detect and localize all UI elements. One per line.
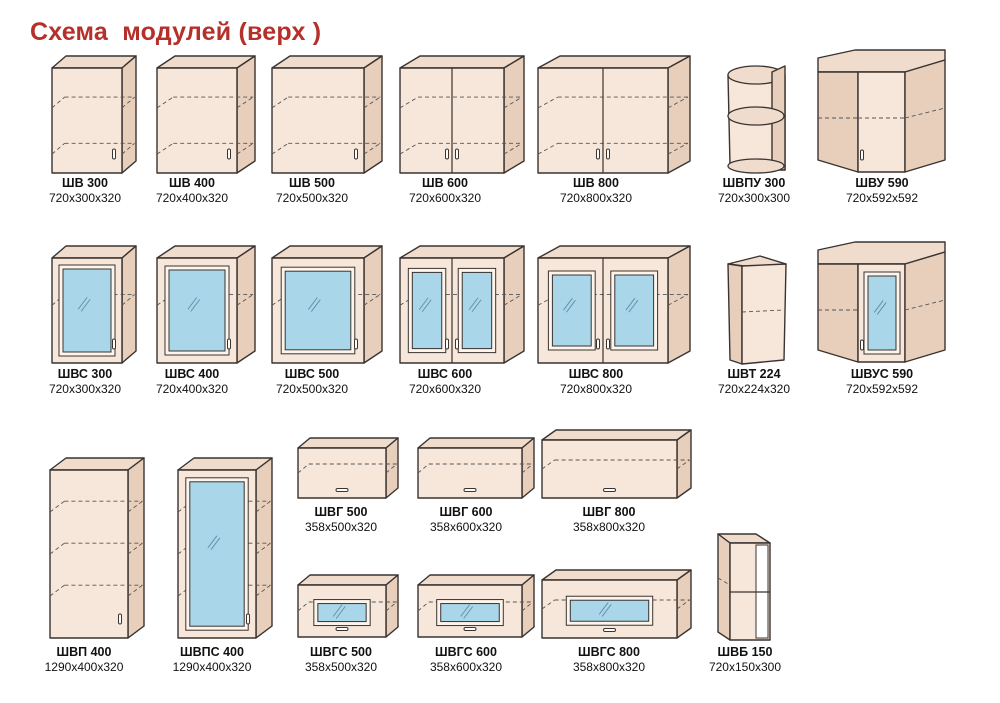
module-name: ШВ 600 xyxy=(422,176,468,190)
module-name: ШВС 800 xyxy=(568,367,624,381)
shv400-drawing xyxy=(156,55,256,174)
module-name: ШВС 300 xyxy=(57,367,113,381)
module-dims: 720x500x320 xyxy=(275,191,349,205)
module-name: ШВ 300 xyxy=(62,176,108,190)
module-dims: 720x800x320 xyxy=(559,382,633,396)
module-dims: 358x500x320 xyxy=(304,660,378,674)
module-dims: 720x300x300 xyxy=(717,191,791,205)
shvs400-drawing xyxy=(156,245,256,364)
shvgs800-drawing xyxy=(541,569,692,639)
module-name: ШВГС 800 xyxy=(578,645,640,659)
shv600-drawing xyxy=(399,55,525,174)
shvt224-drawing xyxy=(727,255,787,365)
module-name: ШВ 400 xyxy=(169,176,215,190)
module-name: ШВС 400 xyxy=(164,367,220,381)
module-dims: 720x300x320 xyxy=(48,382,122,396)
module-dims: 720x224x320 xyxy=(717,382,791,396)
module-name: ШВПУ 300 xyxy=(722,176,786,190)
module-name: ШВТ 224 xyxy=(727,367,781,381)
module-dims: 720x400x320 xyxy=(155,191,229,205)
shvu590-drawing xyxy=(817,49,946,173)
shvgs500-drawing xyxy=(297,574,399,638)
shvps400-drawing xyxy=(177,457,273,639)
module-dims: 720x592x592 xyxy=(845,382,919,396)
module-name: ШВУ 590 xyxy=(855,176,909,190)
module-dims: 720x300x320 xyxy=(48,191,122,205)
shvs300-drawing xyxy=(51,245,137,364)
module-name: ШВС 500 xyxy=(284,367,340,381)
shvb150-drawing xyxy=(717,533,771,641)
module-dims: 358x600x320 xyxy=(429,660,503,674)
module-dims: 720x800x320 xyxy=(559,191,633,205)
module-dims: 720x150x300 xyxy=(708,660,782,674)
module-dims: 358x600x320 xyxy=(429,520,503,534)
module-dims: 358x800x320 xyxy=(572,520,646,534)
module-dims: 358x800x320 xyxy=(572,660,646,674)
shvus590-drawing xyxy=(817,241,946,363)
module-dims: 720x500x320 xyxy=(275,382,349,396)
shvp400-drawing xyxy=(49,457,145,639)
shvpu300-drawing xyxy=(727,65,786,174)
page-title: Схема модулей (верх ) xyxy=(30,18,322,46)
module-name: ШВП 400 xyxy=(56,645,112,659)
shvs500-drawing xyxy=(271,245,383,364)
module-name: ШВГС 500 xyxy=(310,645,372,659)
shvs800-drawing xyxy=(537,245,691,364)
module-name: ШВУС 590 xyxy=(850,367,914,381)
shvg500-drawing xyxy=(297,437,399,499)
shvg800-drawing xyxy=(541,429,692,499)
shv500-drawing xyxy=(271,55,383,174)
module-name: ШВГС 600 xyxy=(435,645,497,659)
module-dims: 358x500x320 xyxy=(304,520,378,534)
module-dims: 1290x400x320 xyxy=(172,660,252,674)
module-name: ШВГ 800 xyxy=(582,505,636,519)
module-name: ШВПС 400 xyxy=(180,645,244,659)
module-name: ШВГ 600 xyxy=(439,505,493,519)
module-name: ШВГ 500 xyxy=(314,505,368,519)
shvg600-drawing xyxy=(417,437,535,499)
module-dims: 720x600x320 xyxy=(408,191,482,205)
shv800-drawing xyxy=(537,55,691,174)
module-name: ШВБ 150 xyxy=(717,645,773,659)
shvgs600-drawing xyxy=(417,574,535,638)
module-dims: 1290x400x320 xyxy=(44,660,124,674)
module-dims: 720x600x320 xyxy=(408,382,482,396)
module-name: ШВ 500 xyxy=(289,176,335,190)
module-dims: 720x592x592 xyxy=(845,191,919,205)
module-name: ШВС 600 xyxy=(417,367,473,381)
module-dims: 720x400x320 xyxy=(155,382,229,396)
module-name: ШВ 800 xyxy=(573,176,619,190)
shvs600-drawing xyxy=(399,245,525,364)
shv300-drawing xyxy=(51,55,137,174)
